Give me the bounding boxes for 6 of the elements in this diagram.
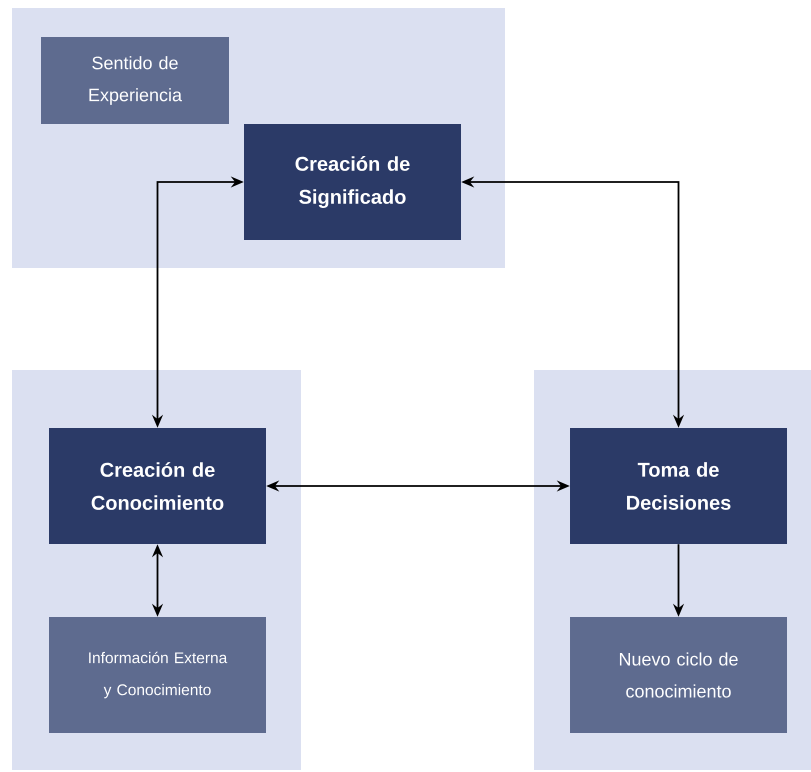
concept-box: Toma de Decisiones — [570, 428, 787, 544]
concept-box: Creación de Significado — [244, 124, 461, 240]
concept-box: Sentido de Experiencia — [41, 37, 229, 124]
concept-box: Información Externa y Conocimiento — [49, 617, 266, 733]
concept-box: Creación de Conocimiento — [49, 428, 266, 544]
concept-box: Nuevo ciclo de conocimiento — [570, 617, 787, 733]
